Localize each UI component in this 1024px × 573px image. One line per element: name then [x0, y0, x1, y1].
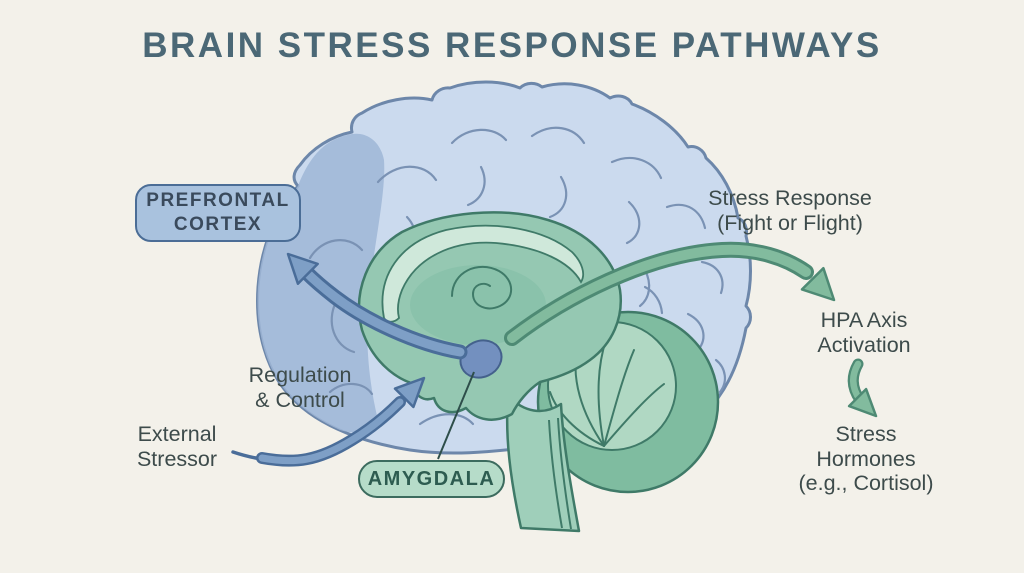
amygdala-label-box: AMYGDALA	[358, 460, 505, 498]
regulation-control-label: Regulation & Control	[248, 363, 352, 412]
thalamus-spiral	[451, 265, 513, 310]
hpa-axis-label: HPA Axis Activation	[817, 308, 911, 357]
page-title: BRAIN STRESS RESPONSE PATHWAYS	[142, 26, 882, 65]
limbic-system-shape	[357, 211, 622, 421]
amygdala-label: AMYGDALA	[367, 467, 496, 490]
amygdala-shape	[459, 339, 503, 379]
brainstem-shape	[505, 394, 581, 533]
regulation-arrow	[286, 252, 468, 360]
stress-hormones-label: Stress Hormones (e.g., Cortisol)	[798, 422, 934, 495]
stress-response-arrow	[504, 241, 836, 346]
hpa-to-hormones-arrow	[847, 358, 878, 418]
prefrontal-cortex-label: PREFRONTAL CORTEX	[146, 190, 290, 235]
external-stressor-arrow	[231, 376, 426, 467]
corpus-callosum-band	[381, 224, 585, 323]
external-stressor-label: External Stressor	[136, 422, 218, 471]
prefrontal-cortex-label-box: PREFRONTAL CORTEX	[135, 184, 301, 242]
amygdala-leader-line	[437, 371, 475, 460]
stress-response-label: Stress Response (Fight or Flight)	[708, 186, 872, 235]
